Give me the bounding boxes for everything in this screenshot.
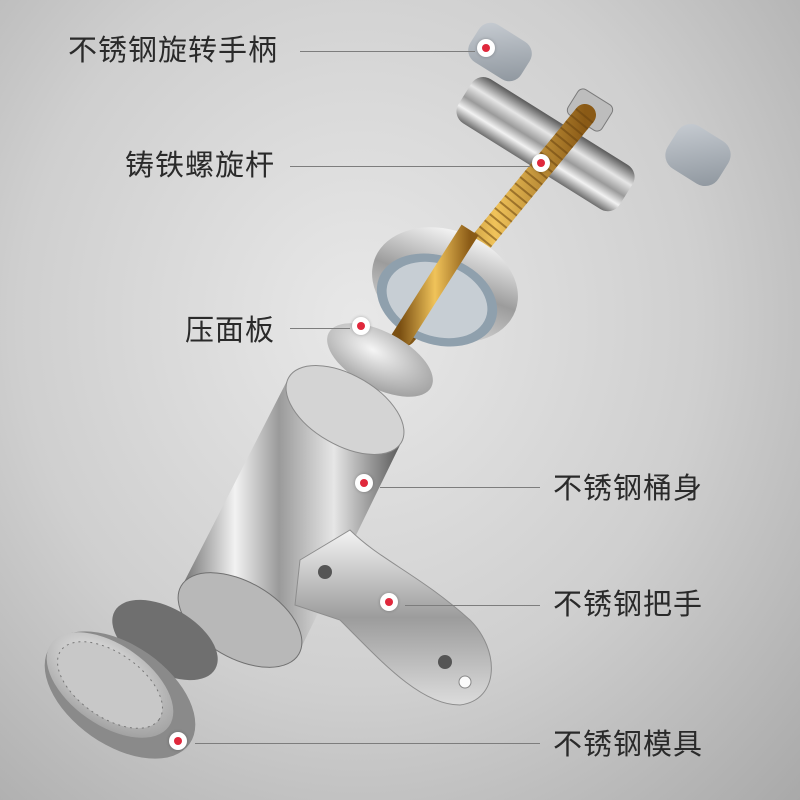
leader-line-screw (290, 166, 530, 167)
marker-mold (169, 732, 187, 750)
label-handle: 不锈钢旋转手柄 (68, 33, 279, 67)
label-screw: 铸铁螺旋杆 (125, 148, 276, 182)
leader-line-grip (405, 605, 540, 606)
grip-graphic (294, 529, 492, 706)
marker-grip (380, 593, 398, 611)
label-grip: 不锈钢把手 (553, 587, 704, 621)
marker-barrel (355, 474, 373, 492)
label-mold: 不锈钢模具 (553, 727, 704, 761)
label-barrel: 不锈钢桶身 (553, 471, 704, 505)
lid-graphic (372, 224, 518, 347)
leader-line-handle (300, 51, 475, 52)
mold-graphic (44, 631, 196, 759)
marker-press-plate (352, 317, 370, 335)
marker-screw (532, 154, 550, 172)
barrel-graphic (112, 365, 405, 681)
leader-line-mold (195, 743, 540, 744)
label-press-plate: 压面板 (185, 313, 276, 347)
leader-line-barrel (380, 487, 540, 488)
press-plate-graphic (327, 323, 433, 397)
leader-line-press-plate (290, 328, 350, 329)
marker-handle (477, 39, 495, 57)
